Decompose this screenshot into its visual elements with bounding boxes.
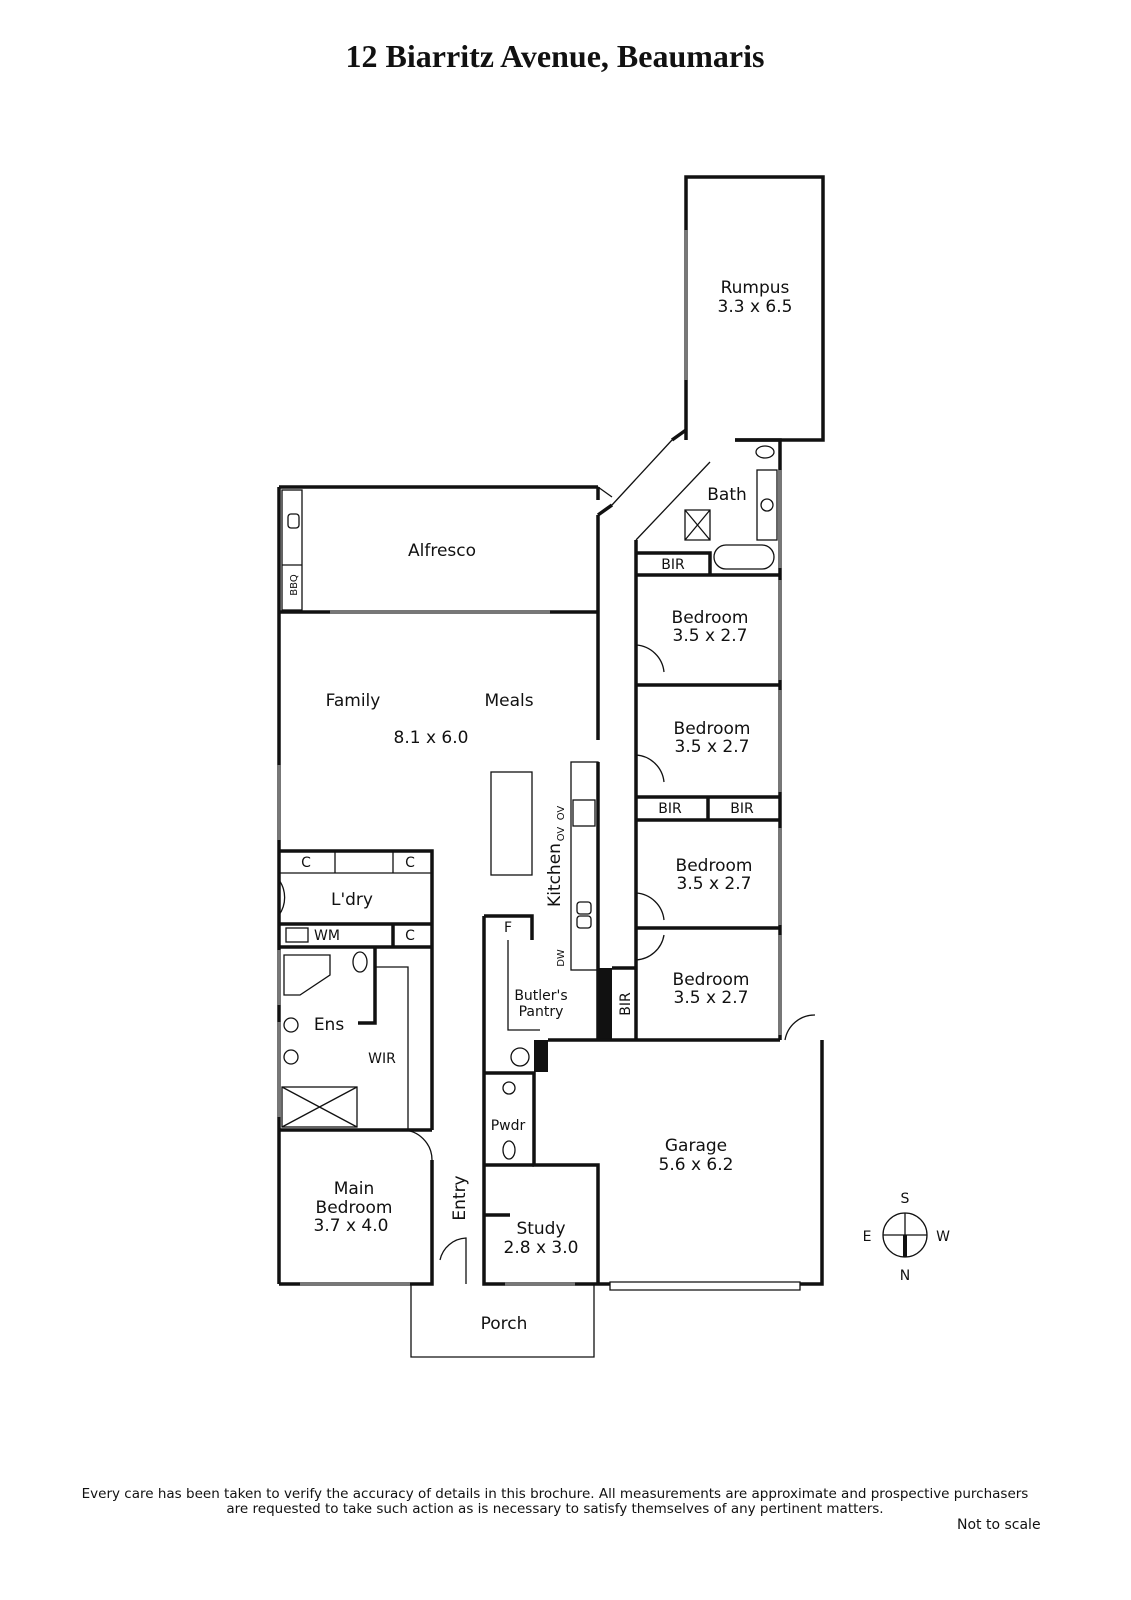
bedroom-size: 3.5 x 2.7 bbox=[673, 626, 748, 646]
bir-label: BIR bbox=[661, 557, 685, 573]
powder-label: Pwdr bbox=[491, 1118, 526, 1134]
bedroom-size: 3.5 x 2.7 bbox=[675, 737, 750, 757]
not-to-scale-note: Not to scale bbox=[957, 1517, 1041, 1533]
living-size: 8.1 x 6.0 bbox=[394, 728, 469, 748]
study-size: 2.8 x 3.0 bbox=[504, 1238, 579, 1258]
kitchen-label: Kitchen bbox=[545, 843, 565, 907]
entry-label: Entry bbox=[450, 1175, 470, 1220]
rumpus-label: Rumpus bbox=[721, 278, 790, 298]
rumpus-size: 3.3 x 6.5 bbox=[718, 297, 793, 317]
walls bbox=[277, 175, 825, 1358]
compass-east: E bbox=[863, 1229, 872, 1245]
main-bedroom-label: Main bbox=[334, 1179, 375, 1199]
main-bedroom-label: Bedroom bbox=[316, 1198, 393, 1218]
washing-machine-label: WM bbox=[314, 928, 340, 944]
porch-label: Porch bbox=[481, 1314, 528, 1334]
bir-label: BIR bbox=[618, 992, 634, 1016]
bath-label: Bath bbox=[707, 485, 747, 505]
cupboard-label: C bbox=[301, 855, 311, 871]
ensuite-label: Ens bbox=[314, 1015, 345, 1035]
oven-label: OV bbox=[556, 827, 567, 842]
cupboard-label: C bbox=[405, 855, 415, 871]
compass-icon: S E W N bbox=[863, 1191, 951, 1284]
garage-label: Garage bbox=[665, 1136, 727, 1156]
pantry-label: Pantry bbox=[519, 1004, 564, 1020]
plan-title: 12 Biarritz Avenue, Beaumaris bbox=[345, 38, 765, 74]
compass-west: W bbox=[936, 1229, 950, 1245]
disclaimer: Every care has been taken to verify the … bbox=[0, 1487, 1110, 1517]
fridge-label: F bbox=[504, 920, 512, 936]
garage-size: 5.6 x 6.2 bbox=[659, 1155, 734, 1175]
study-label: Study bbox=[516, 1219, 565, 1239]
bedroom-label: Bedroom bbox=[673, 970, 750, 990]
compass-south: S bbox=[901, 1191, 910, 1207]
meals-label: Meals bbox=[484, 691, 533, 711]
bir-label: BIR bbox=[730, 801, 754, 817]
bbq-label: BBQ bbox=[289, 574, 300, 596]
laundry-label: L'dry bbox=[331, 890, 373, 910]
oven-label: OV bbox=[556, 806, 567, 821]
cupboard-label: C bbox=[405, 928, 415, 944]
bedroom-size: 3.5 x 2.7 bbox=[677, 874, 752, 894]
disclaimer-line: are requested to take such action as is … bbox=[226, 1501, 884, 1517]
family-label: Family bbox=[326, 691, 381, 711]
alfresco-label: Alfresco bbox=[408, 541, 476, 561]
bedroom-label: Bedroom bbox=[672, 608, 749, 628]
wir-label: WIR bbox=[368, 1051, 396, 1067]
bir-label: BIR bbox=[658, 801, 682, 817]
compass-north: N bbox=[900, 1268, 910, 1284]
pantry-label: Butler's bbox=[514, 988, 567, 1004]
bedroom-label: Bedroom bbox=[676, 856, 753, 876]
room-labels: Rumpus 3.3 x 6.5 Bath Alfresco BBQ BIR B… bbox=[289, 278, 792, 1334]
bedroom-size: 3.5 x 2.7 bbox=[674, 988, 749, 1008]
bedroom-label: Bedroom bbox=[674, 719, 751, 739]
dishwasher-label: DW bbox=[556, 949, 567, 967]
main-bedroom-size: 3.7 x 4.0 bbox=[314, 1216, 389, 1236]
disclaimer-line: Every care has been taken to verify the … bbox=[81, 1486, 1029, 1502]
